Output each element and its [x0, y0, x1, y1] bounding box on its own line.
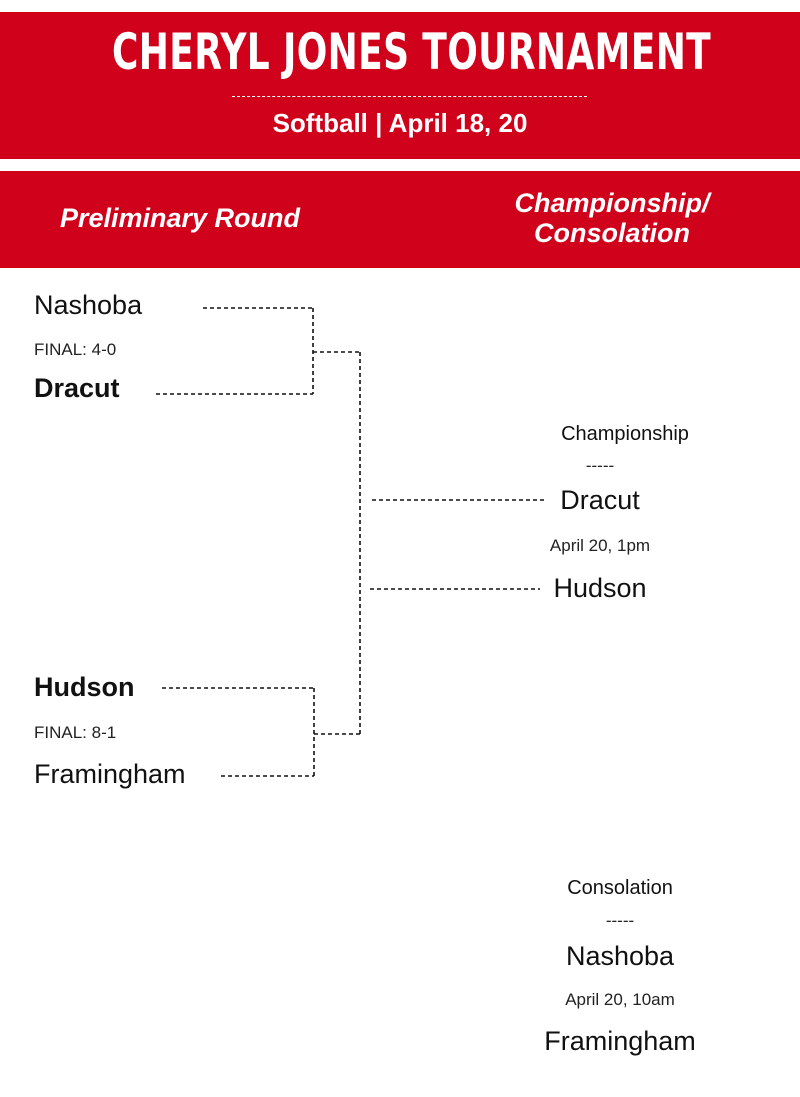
championship-time: April 20, 1pm: [549, 536, 651, 555]
title-banner: [0, 12, 800, 159]
consolation-label: Consolation: [567, 877, 673, 899]
championship-label: Championship: [561, 423, 689, 445]
championship-team1: Dracut: [560, 485, 640, 515]
prelim-game2-team2: Framingham: [34, 759, 186, 789]
consolation-divider: -----: [605, 911, 635, 930]
championship-divider: -----: [585, 456, 615, 475]
championship-team2: Hudson: [553, 573, 647, 603]
prelim-game1-team1: Nashoba: [34, 290, 143, 320]
prelim-game1-score: FINAL: 4-0: [34, 340, 117, 359]
page-subtitle: Softball | April 18, 20: [272, 108, 528, 138]
prelim-game2-score: FINAL: 8-1: [34, 723, 117, 742]
page-title: CHERYL JONES TOURNAMENT: [112, 23, 712, 81]
prelim-game2-team1: Hudson: [34, 672, 135, 702]
consolation-heading-line: Consolation: [534, 218, 690, 248]
consolation-time: April 20, 10am: [565, 990, 675, 1009]
column-header-banner: [0, 171, 800, 268]
consolation-team1: Nashoba: [565, 941, 675, 971]
title-divider: [232, 96, 587, 97]
prelim-game1-team2: Dracut: [34, 373, 120, 403]
championship-heading-line: Championship/: [514, 188, 710, 218]
championship-consolation-heading: Championship/ Consolation: [462, 188, 762, 248]
preliminary-round-heading: Preliminary Round: [59, 203, 301, 233]
consolation-team2: Framingham: [544, 1026, 696, 1056]
